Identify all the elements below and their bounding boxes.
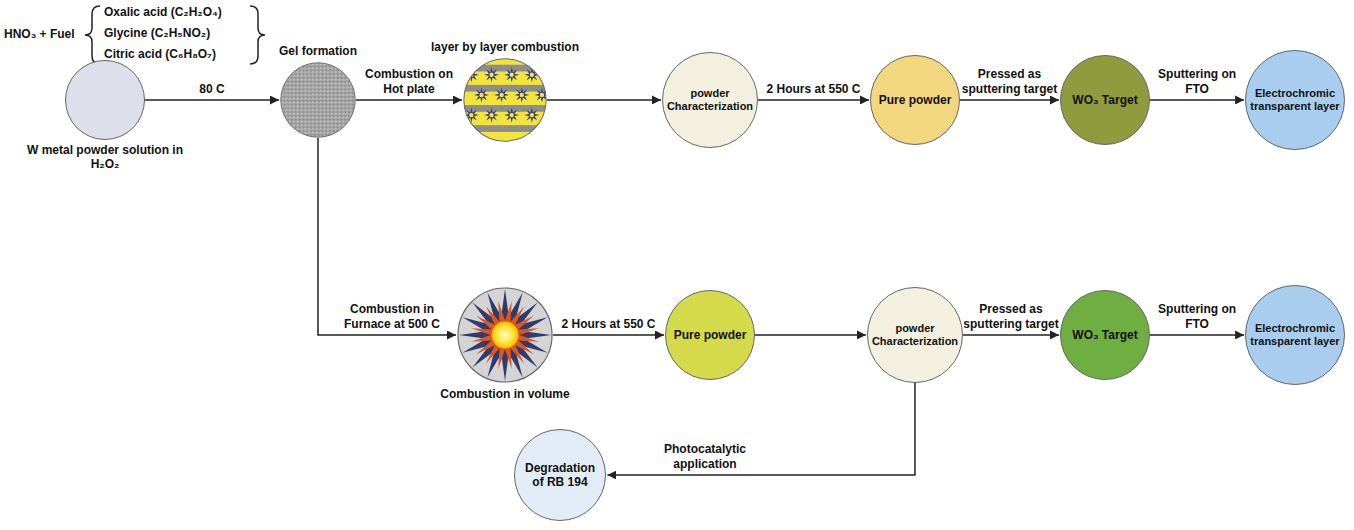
flow-arrow	[1150, 99, 1244, 101]
precursor-circle: W metal powder solution in H₂O₂	[65, 60, 145, 140]
flow-arrow	[755, 334, 866, 336]
characterization-circle: powder Characterization	[867, 287, 963, 383]
gel-figure	[280, 62, 356, 138]
flow-arrow	[145, 99, 279, 101]
step-label: Photocatalytic application	[645, 442, 765, 471]
fuel-option: Citric acid (C₆H₈O₇)	[104, 47, 216, 61]
combustion-circle: layer by layer combustion	[463, 58, 547, 142]
node-label: Degradation of RB 194	[519, 461, 601, 490]
node-caption: layer by layer combustion	[430, 40, 580, 54]
node-caption: Gel formation	[263, 44, 373, 58]
node-label: Electrochromic transparent layer	[1249, 322, 1341, 348]
flow-arrow	[318, 138, 456, 335]
fuel-option: Glycine (C₂H₅NO₂)	[104, 26, 210, 40]
node-label: WO₃ Target	[1072, 93, 1137, 107]
step-label: Combustion in Furnace at 500 C	[330, 302, 455, 331]
target-circle: WO₃ Target	[1060, 290, 1150, 380]
powder-circle: Pure powder	[665, 290, 755, 380]
node-label: powder Characterization	[869, 322, 961, 348]
flow-arrow	[1150, 334, 1244, 336]
node-label: Pure powder	[674, 328, 747, 342]
step-label: 2 Hours at 550 C	[767, 82, 861, 96]
step-label: Pressed as sputtering target	[962, 302, 1060, 331]
step-label: Combustion on Hot plate	[359, 67, 459, 96]
flow-arrow	[553, 334, 664, 336]
node-label: Pure powder	[879, 93, 952, 107]
node-label: Electrochromic transparent layer	[1249, 87, 1341, 113]
step-label: 80 C	[199, 82, 224, 96]
characterization-circle: powder Characterization	[662, 52, 758, 148]
step-label: Sputtering on FTO	[1152, 67, 1242, 96]
flow-arrow	[758, 99, 869, 101]
step-label: Sputtering on FTO	[1152, 302, 1242, 331]
powder-circle: Pure powder	[870, 55, 960, 145]
layers-figure	[463, 58, 547, 142]
node-label: WO₃ Target	[1072, 328, 1137, 342]
flow-arrow	[607, 383, 915, 475]
step-label: Pressed as sputtering target	[961, 67, 1059, 96]
flow-arrow	[356, 99, 462, 101]
film-circle: Electrochromic transparent layer	[1245, 285, 1345, 385]
application-circle: Degradation of RB 194	[514, 429, 607, 522]
film-circle: Electrochromic transparent layer	[1245, 50, 1345, 150]
node-caption: W metal powder solution in H₂O₂	[25, 143, 185, 172]
step-label: 2 Hours at 550 C	[561, 317, 655, 331]
reagent-label: HNO₃ + Fuel	[4, 27, 75, 41]
fuel-option: Oxalic acid (C₂H₂O₄)	[104, 5, 222, 19]
open-brace	[85, 6, 100, 64]
node-label: powder Characterization	[664, 87, 756, 113]
gel-circle: Gel formation	[280, 62, 356, 138]
close-brace	[250, 6, 265, 64]
flow-arrow	[547, 99, 661, 101]
flow-arrow	[960, 99, 1059, 101]
target-circle: WO₃ Target	[1060, 55, 1150, 145]
node-caption: Combustion in volume	[440, 387, 570, 401]
combustion-circle: Combustion in volume	[457, 287, 553, 383]
burst-figure	[457, 287, 553, 383]
flow-arrow	[963, 334, 1059, 336]
